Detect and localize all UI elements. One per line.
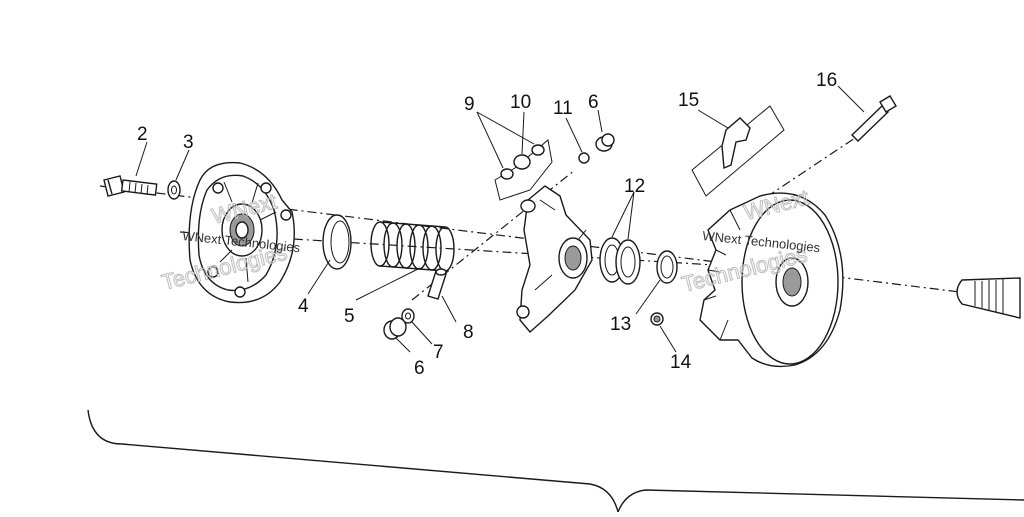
bushing-pair-part [599,237,641,285]
leader-lines [135,85,865,353]
cover-plate-part [188,161,295,304]
nut-part [167,180,181,200]
callout-2: 2 [137,124,148,145]
weight-part [691,105,785,197]
callout-6-upper: 6 [588,92,599,113]
callout-10: 10 [510,92,531,113]
small-hardware-upper [494,133,615,201]
ring-part [322,214,352,270]
grouping-brace [87,409,1024,513]
callout-4: 4 [298,296,309,317]
rear-sheave-part [699,192,844,368]
callout-15: 15 [678,90,699,111]
spider-part [516,185,593,334]
callout-13: 13 [610,314,631,335]
callout-labels: 2 3 4 5 6 6 7 8 9 10 11 12 13 14 15 16 [137,70,837,379]
shaft-part [956,277,1021,319]
callout-6-lower: 6 [414,358,425,379]
callout-12: 12 [624,176,645,197]
small-ring-part [656,250,678,284]
callout-16: 16 [816,70,837,91]
callout-5: 5 [344,306,355,327]
callout-14: 14 [670,352,692,373]
callout-9: 9 [464,94,475,115]
bolt-part [103,175,158,197]
washer-lower-part [401,308,415,324]
callout-11: 11 [553,98,573,119]
pin-part [427,268,447,300]
fitting-part [650,312,664,326]
roller-lower-part [383,317,407,340]
long-bolt-part [851,95,897,142]
callout-7: 7 [433,342,444,363]
callout-3: 3 [183,132,194,153]
callout-8: 8 [463,322,474,343]
